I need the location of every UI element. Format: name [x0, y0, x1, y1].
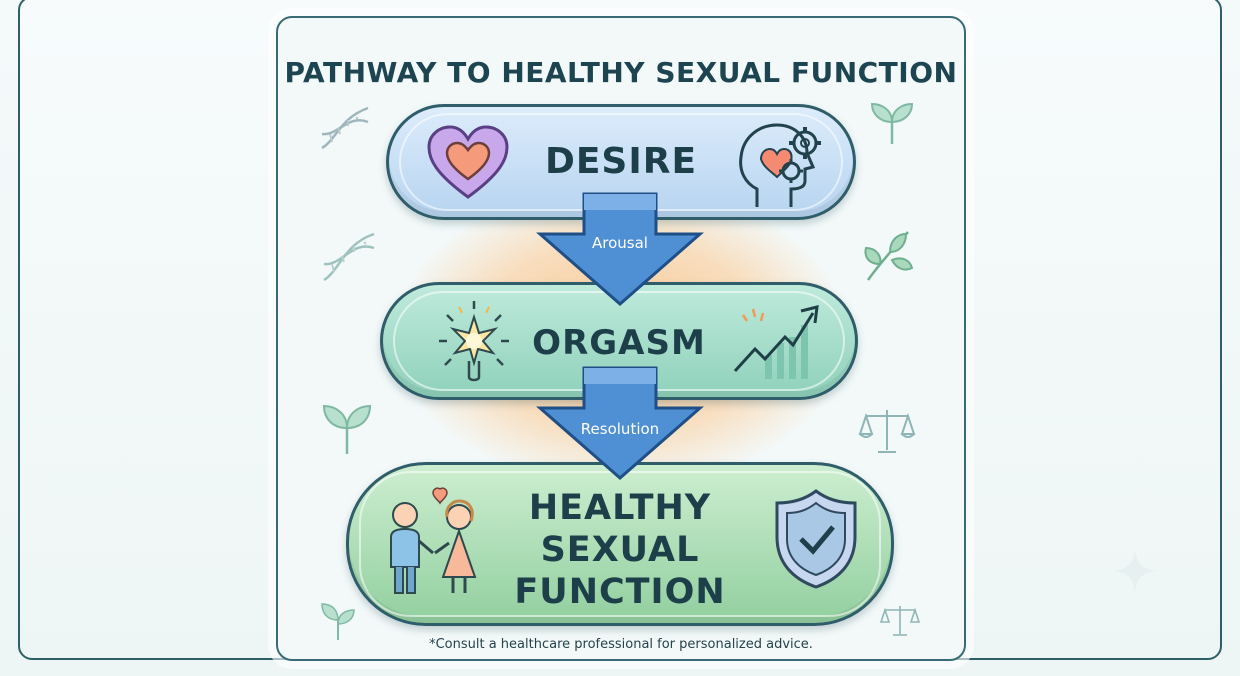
stage-healthy-line-3: FUNCTION — [514, 572, 726, 612]
head-gears-icon — [739, 123, 821, 207]
arrow-resolution-label: Resolution — [580, 420, 660, 438]
dna-icon — [323, 232, 375, 282]
couple-icon — [390, 487, 477, 594]
stage-orgasm-label: ORGASM — [532, 323, 706, 363]
diagram-title: PATHWAY TO HEALTHY SEXUAL FUNCTION — [284, 56, 958, 89]
sparkle-icon — [1114, 550, 1156, 592]
stage-desire: DESIRE — [386, 104, 856, 220]
footnote: *Consult a healthcare professional for p… — [429, 637, 813, 652]
leaf-icon — [321, 603, 355, 640]
stage-healthy-line-1: HEALTHY — [528, 488, 712, 528]
stage-desire-label: DESIRE — [544, 141, 698, 182]
arrow-arousal: Arousal — [536, 190, 704, 308]
leaf-icon — [870, 102, 914, 144]
shield-check-icon — [775, 489, 857, 589]
stage-healthy-line-2: SEXUAL — [540, 530, 700, 570]
leaf-icon — [864, 231, 914, 281]
stage-healthy-label: HEALTHY SEXUAL FUNCTION — [349, 487, 891, 613]
arrow-arousal-label: Arousal — [592, 234, 648, 252]
stage-healthy-sexual-function: HEALTHY SEXUAL FUNCTION — [346, 462, 894, 626]
down-arrow-icon — [536, 366, 704, 480]
burst-icon — [439, 301, 509, 382]
leaf-icon — [322, 404, 372, 454]
heart-icon — [427, 125, 509, 199]
scales-icon — [880, 606, 920, 636]
down-arrow-icon — [536, 192, 704, 306]
trend-chart-icon — [733, 305, 819, 379]
scales-icon — [858, 410, 916, 453]
dna-icon — [321, 106, 369, 150]
arrow-resolution: Resolution — [536, 364, 704, 482]
